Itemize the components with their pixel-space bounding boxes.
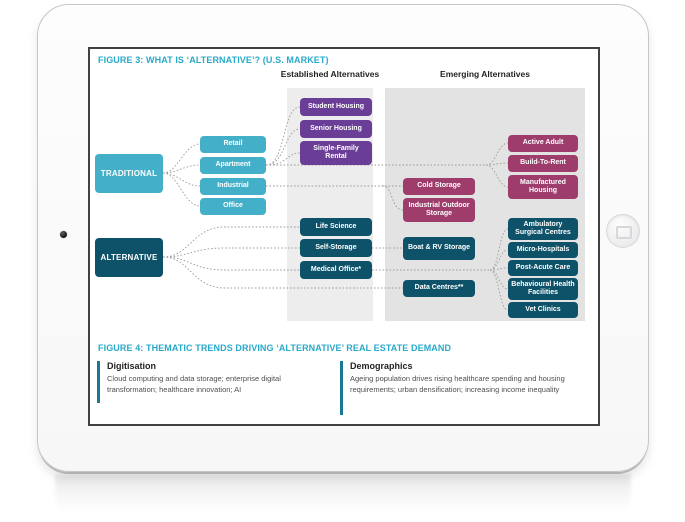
node-active-adult: Active Adult	[508, 135, 578, 152]
node-single-family-rental: Single-Family Rental	[300, 141, 372, 165]
connector-lines	[162, 106, 509, 311]
node-life-science: Life Science	[300, 218, 372, 236]
figure4-title: FIGURE 4: THEMATIC TRENDS DRIVING ‘ALTER…	[98, 343, 452, 353]
accent-bar	[97, 361, 100, 403]
accent-bar	[340, 361, 343, 415]
figure-page: FIGURE 3: WHAT IS ‘ALTERNATIVE’? (U.S. M…	[88, 47, 600, 426]
node-alternative: ALTERNATIVE	[95, 238, 163, 277]
digitisation-heading: Digitisation	[107, 361, 156, 371]
node-apartment: Apartment	[200, 157, 266, 174]
node-industrial-outdoor-storage: Industrial Outdoor Storage	[403, 198, 475, 222]
node-retail: Retail	[200, 136, 266, 153]
node-vet-clinics: Vet Clinics	[508, 302, 578, 318]
node-traditional: TRADITIONAL	[95, 154, 163, 193]
figure3-title: FIGURE 3: WHAT IS ‘ALTERNATIVE’? (U.S. M…	[98, 55, 329, 65]
figure4-item-digitisation: Digitisation Cloud computing and data st…	[97, 361, 332, 403]
digitisation-body: Cloud computing and data storage; enterp…	[107, 374, 281, 395]
node-behavioural-health-facilities: Behavioural Health Facilities	[508, 278, 578, 300]
node-industrial: Industrial	[200, 178, 266, 195]
emerging-alternatives-header: Emerging Alternatives	[440, 69, 530, 79]
node-micro-hospitals: Micro-Hospitals	[508, 242, 578, 258]
figure4-item-demographics: Demographics Ageing population drives ri…	[340, 361, 580, 415]
established-alternatives-header: Established Alternatives	[280, 69, 380, 79]
node-manufactured-housing: Manufactured Housing	[508, 175, 578, 199]
node-student-housing: Student Housing	[300, 98, 372, 116]
node-boat-rv-storage: Boat & RV Storage	[403, 237, 475, 260]
node-self-storage: Self-Storage	[300, 239, 372, 257]
node-office: Office	[200, 198, 266, 215]
home-button[interactable]	[606, 214, 640, 248]
node-data-centres: Data Centres**	[403, 280, 475, 297]
node-ambulatory-surgical-centres: Ambulatory Surgical Centres	[508, 218, 578, 240]
front-camera-icon	[60, 231, 67, 238]
node-build-to-rent: Build-To-Rent	[508, 155, 578, 172]
node-senior-housing: Senior Housing	[300, 120, 372, 138]
tablet-reflection	[55, 474, 631, 520]
node-medical-office: Medical Office*	[300, 261, 372, 279]
demographics-heading: Demographics	[350, 361, 413, 371]
demographics-body: Ageing population drives rising healthca…	[350, 374, 565, 395]
node-cold-storage: Cold Storage	[403, 178, 475, 195]
home-button-icon	[616, 225, 632, 239]
node-post-acute-care: Post-Acute Care	[508, 260, 578, 276]
